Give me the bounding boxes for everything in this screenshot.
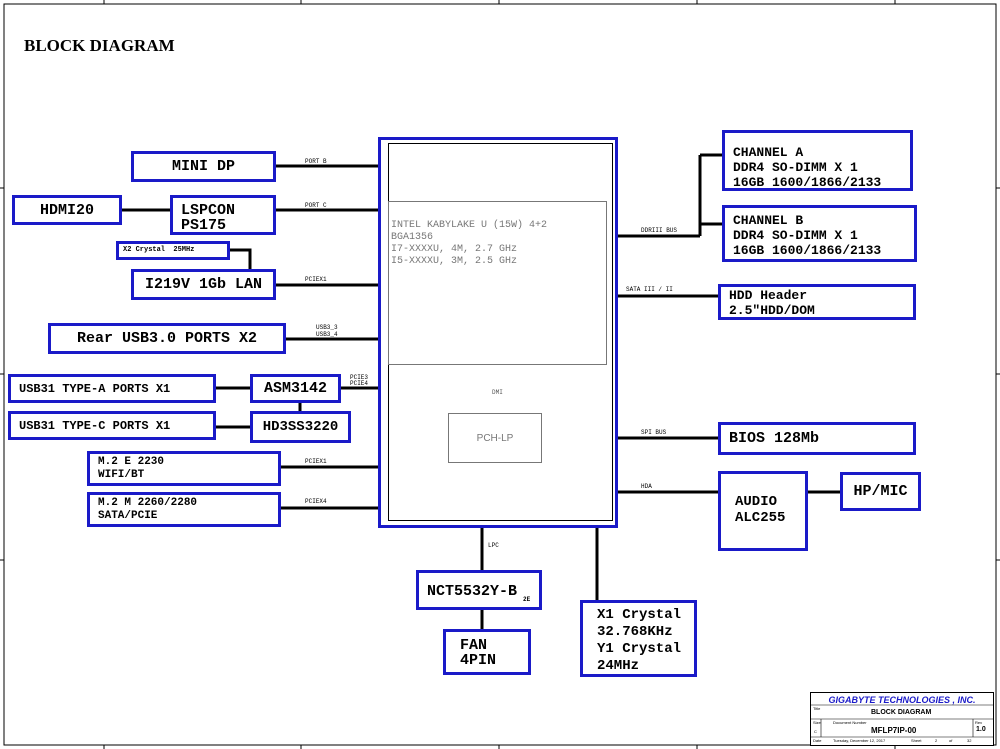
rear-usb-block: Rear USB3.0 PORTS X2 — [48, 323, 286, 354]
x2-crystal-block: X2 Crystal 25MHz — [116, 241, 230, 260]
cpu-line-2: BGA1356 — [391, 232, 434, 243]
sheet-of-label: of — [949, 738, 953, 743]
channel-b-block: CHANNEL B DDR4 SO-DIMM X 1 16GB 1600/186… — [722, 205, 917, 262]
pciex1-wifi-label: PCIEX1 — [305, 458, 327, 465]
usb3-4-label: USB3_4 — [316, 331, 338, 338]
usb-type-a-block: USB31 TYPE-A PORTS X1 — [8, 374, 216, 403]
size-field-label: Size — [813, 720, 821, 725]
cpu-line-3: I7-XXXXU, 4M, 2.7 GHz — [391, 244, 518, 255]
title-block: GIGABYTE TECHNOLOGIES , INC. Title Size … — [810, 692, 994, 746]
revision: 1.0 — [976, 726, 986, 733]
lspcon-block: LSPCON PS175 — [170, 195, 276, 235]
spi-bus-label: SPI BUS — [641, 429, 667, 436]
audio-codec-block: AUDIO ALC255 — [718, 471, 808, 551]
sheet-number: 2 — [935, 738, 938, 743]
m2-e-block: M.2 E 2230 WIFI/BT — [87, 451, 281, 486]
pcie3-label: PCIE3 — [350, 374, 369, 381]
port-c-label: PORT C — [305, 202, 327, 209]
dmi-label: DMI — [492, 389, 503, 396]
document-number: MFLP7IP-00 — [871, 726, 917, 735]
wire-x2crystal — [230, 248, 252, 270]
pcie4-label: PCIE4 — [350, 380, 369, 387]
hda-bus-label: HDA — [641, 483, 652, 490]
bios-block: BIOS 128Mb — [718, 422, 916, 455]
bus-wires — [122, 153, 842, 630]
pch-box: PCH-LP — [448, 413, 542, 463]
nct5532-subscript: 2E — [523, 596, 531, 603]
rev-field-label: Rev — [975, 720, 983, 725]
pciex4-label: PCIEX4 — [305, 498, 327, 505]
size-value: C — [814, 729, 817, 734]
nct5532-label: NCT5532Y-B — [427, 583, 518, 600]
pciex1-lan-label: PCIEX1 — [305, 276, 327, 283]
cpu-outer-box — [378, 137, 618, 528]
usb-type-c-block: USB31 TYPE-C PORTS X1 — [8, 411, 216, 440]
lpc-bus-label: LPC — [488, 542, 499, 549]
hp-mic-block: HP/MIC — [840, 472, 921, 511]
date-value: Tuesday, December 12, 2017 — [833, 738, 886, 743]
title-field-label: Title — [813, 706, 821, 711]
cpu-line-4: I5-XXXXU, 3M, 2.5 GHz — [391, 256, 518, 267]
crystal-block: X1 Crystal 32.768KHz Y1 Crystal 24MHz — [580, 600, 697, 677]
m2-m-block: M.2 M 2260/2280 SATA/PCIE — [87, 492, 281, 527]
sheet-total: 32 — [967, 738, 972, 743]
date-field-label: Date — [813, 738, 822, 743]
port-b-label: PORT B — [305, 158, 327, 165]
asm3142-block: ASM3142 — [250, 374, 341, 403]
company-name: GIGABYTE TECHNOLOGIES , INC. — [828, 695, 976, 705]
sata-bus-label: SATA III / II — [626, 286, 673, 293]
cpu-line-1: INTEL KABYLAKE U (15W) 4+2 — [391, 220, 548, 231]
mini-dp-block: MINI DP — [131, 151, 276, 182]
title-block-grid — [811, 704, 993, 738]
sheet-field-label: Sheet — [911, 738, 922, 743]
fan-block: FAN 4PIN — [443, 629, 531, 675]
hdd-header-block: HDD Header 2.5"HDD/DOM — [718, 284, 916, 320]
usb3-3-label: USB3_3 — [316, 324, 338, 331]
docnum-field-label: Document Number — [833, 720, 867, 725]
sheet-title: BLOCK DIAGRAM — [871, 709, 932, 716]
lan-block: I219V 1Gb LAN — [131, 269, 276, 300]
hd3ss3220-block: HD3SS3220 — [250, 411, 351, 443]
ddr-bus-label: DDRIII BUS — [641, 227, 678, 234]
hdmi-block: HDMI20 — [12, 195, 122, 225]
nct5532-block: NCT5532Y-B 2E — [416, 570, 542, 610]
diagram-title: BLOCK DIAGRAM — [24, 36, 175, 55]
channel-a-block: CHANNEL A DDR4 SO-DIMM X 1 16GB 1600/186… — [722, 130, 913, 191]
